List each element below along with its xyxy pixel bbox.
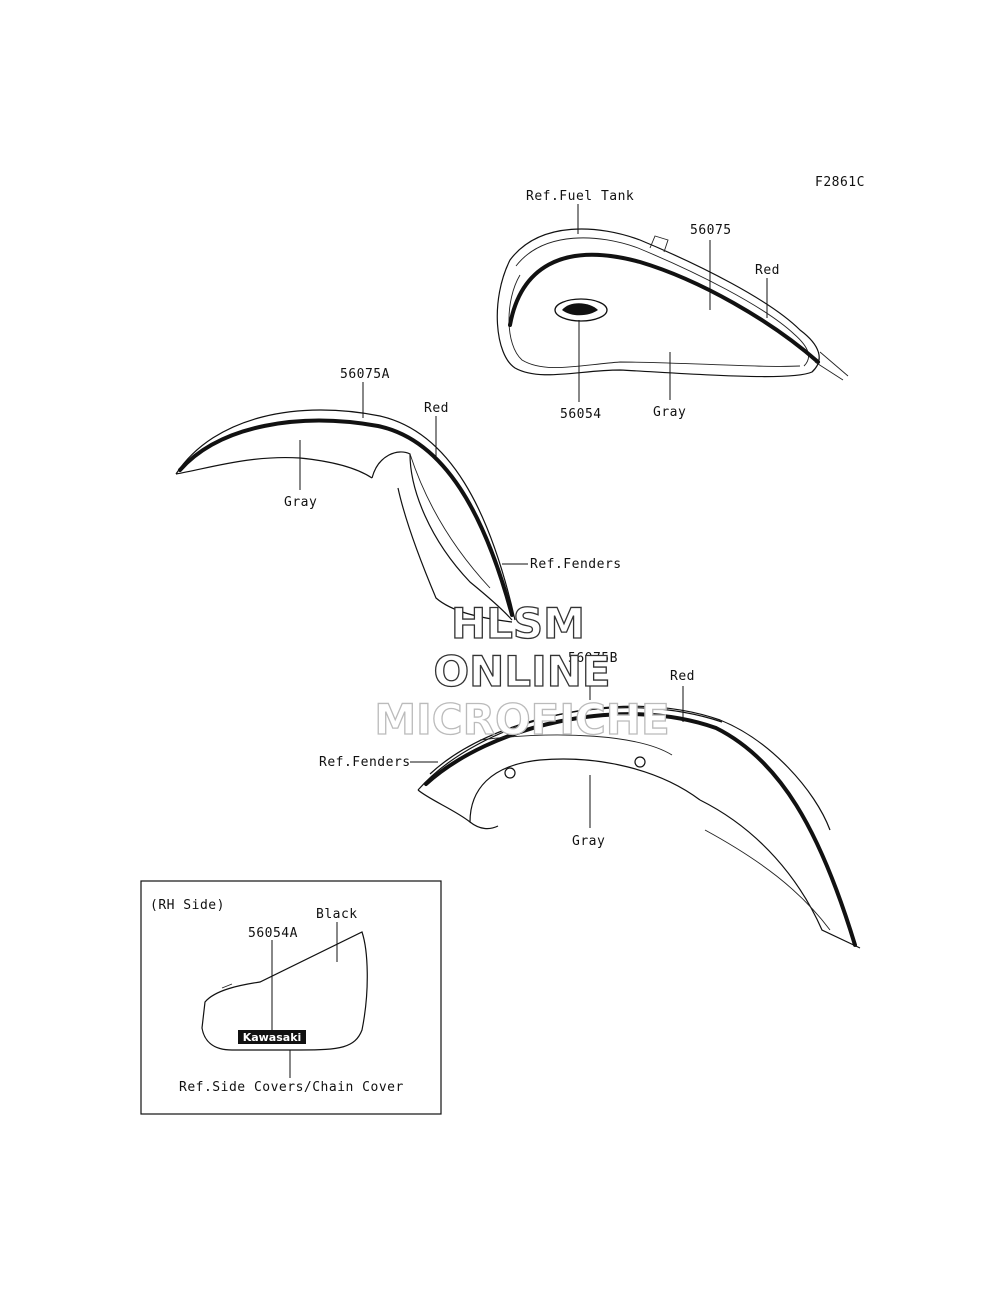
side-cover-ref-label: Ref.Side Covers/Chain Cover [179,1080,404,1095]
rear-fender-stripe-part: 56075B [568,651,618,666]
side-cover-emblem-part: 56054A [248,926,298,941]
rear-fender-stripe-color: Red [670,669,695,684]
front-fender-drawing [175,409,516,623]
side-cover-inset: (RH Side) Kawasaki 56054A Black Ref.Side… [140,880,442,1115]
fuel-tank-ref-label: Ref.Fuel Tank [526,189,634,204]
inset-frame [140,880,442,1115]
inset-title: (RH Side) [150,898,225,913]
fuel-tank-stripe-part: 56075 [690,223,732,238]
watermark-line1: HLSM [451,599,585,648]
front-fender-stripe-part: 56075A [340,367,390,382]
kawasaki-emblem [238,1030,306,1044]
side-cover-emblem-text: Kawasaki [243,1031,302,1044]
figure-code: F2861C [815,175,865,190]
front-fender-stripe-color: Red [424,401,449,416]
fuel-tank-stripe-color: Red [755,263,780,278]
watermark: HLSM ONLINE MICROFICHE [374,598,671,744]
side-cover-color: Black [316,907,358,922]
watermark-line2: ONLINE [433,647,610,696]
rear-fender-body-color: Gray [572,834,605,849]
fuel-tank-drawing [496,228,849,381]
side-cover-shape [201,931,368,1051]
watermark-line3: MICROFICHE [374,695,669,744]
rear-fender-ref-label: Ref.Fenders [319,755,411,770]
fuel-tank-emblem-part: 56054 [560,407,602,422]
rear-fender-drawing [417,705,861,949]
front-fender-body-color: Gray [284,495,317,510]
fuel-tank-body-color: Gray [653,405,686,420]
front-fender-ref-label: Ref.Fenders [530,557,622,572]
